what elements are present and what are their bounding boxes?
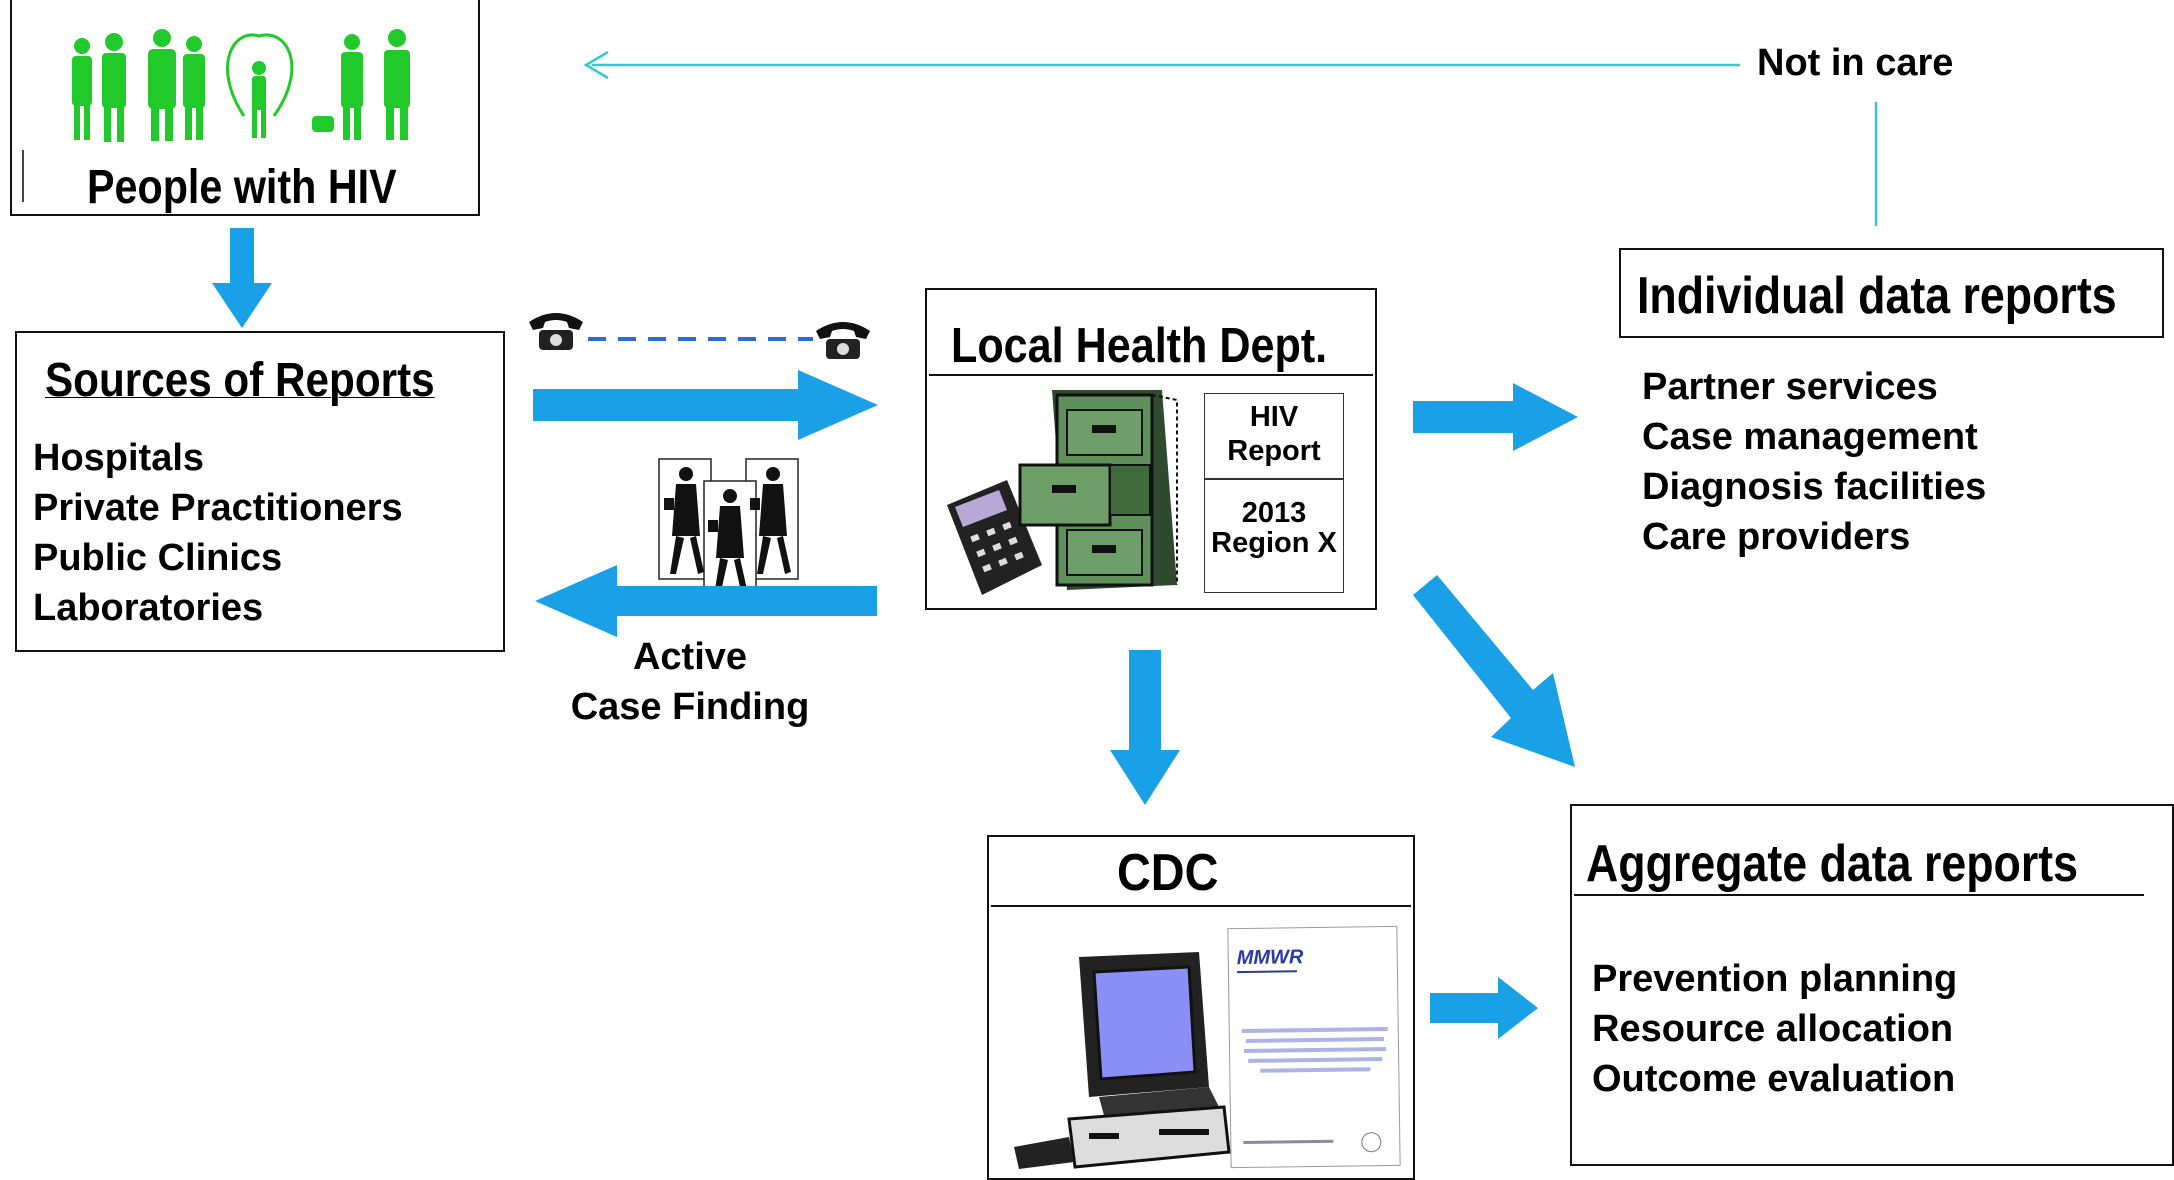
- list-item: Resource allocation: [1592, 1008, 1954, 1050]
- list-item: Care providers: [1642, 516, 1911, 558]
- dashed-phone-line: [588, 337, 813, 341]
- diagonal-arrow-to-aggregate: [1413, 575, 1575, 767]
- aggregate-data-reports-box: Aggregate data reports Prevention planni…: [1570, 804, 2174, 1166]
- file-cabinet-icon: [1018, 390, 1178, 590]
- list-item: Hospitals: [33, 437, 205, 479]
- sources-list: Hospitals Private Practitioners Public C…: [33, 433, 403, 633]
- report-divider: [1205, 478, 1343, 480]
- title-underline: [929, 374, 1373, 376]
- report-line3: 2013: [1241, 497, 1307, 529]
- aggregate-box-title: Aggregate data reports: [1586, 835, 2079, 893]
- document-icon: MMWR: [1227, 925, 1401, 1169]
- right-arrow-sources-to-health-dept: [533, 370, 878, 440]
- down-arrow-to-cdc: [1110, 650, 1180, 805]
- hiv-report-card: HIV Report 2013 Region X: [1204, 393, 1344, 593]
- sources-box-title: Sources of Reports: [45, 354, 435, 407]
- sources-of-reports-box: Sources of Reports Hospitals Private Pra…: [15, 331, 505, 652]
- list-item: Diagnosis facilities: [1642, 466, 1987, 508]
- active-case-finding-label: Active Case Finding: [540, 632, 840, 732]
- list-item: Prevention planning: [1592, 958, 1958, 1000]
- active-label-line1: Active: [632, 636, 748, 678]
- list-item: Laboratories: [33, 587, 264, 629]
- computer-icon: [1014, 952, 1231, 1169]
- left-arrow-active-case-finding: [535, 565, 877, 637]
- local-health-dept-box: Local Health Dept. HIV Report 2013 Regio…: [925, 288, 1377, 610]
- mmwr-logo: MMWR: [1236, 946, 1304, 970]
- individual-list: Partner services Case management Diagnos…: [1642, 362, 1986, 562]
- silhouettes-icon: [72, 29, 410, 142]
- right-arrow-cdc-to-aggregate: [1430, 977, 1538, 1039]
- telephone-icon: [529, 313, 583, 350]
- individual-box-title: Individual data reports: [1637, 267, 2117, 325]
- calculator-icon: [947, 480, 1042, 595]
- cdc-title: CDC: [1117, 844, 1219, 902]
- active-label-line2: Case Finding: [570, 686, 810, 728]
- individual-data-reports-box: Individual data reports: [1619, 248, 2164, 338]
- health-dept-title: Local Health Dept.: [951, 319, 1328, 373]
- title-underline: [1574, 894, 2144, 896]
- walking-women-icon: [658, 458, 799, 602]
- report-line1: HIV: [1249, 401, 1299, 433]
- title-underline: [991, 905, 1411, 907]
- people-with-hiv-box: People with HIV: [10, 0, 480, 216]
- text-cursor-mark: [22, 150, 24, 202]
- not-in-care-arrow: [583, 50, 1878, 226]
- right-arrow-to-individual: [1413, 383, 1578, 451]
- list-item: Outcome evaluation: [1592, 1058, 1956, 1100]
- list-item: Case management: [1642, 416, 1978, 458]
- aggregate-list: Prevention planning Resource allocation …: [1592, 954, 1957, 1104]
- not-in-care-label: Not in care: [1757, 42, 1954, 84]
- list-item: Public Clinics: [33, 537, 283, 579]
- telephone-icon: [816, 322, 870, 359]
- list-item: Private Practitioners: [33, 487, 403, 529]
- list-item: Partner services: [1642, 366, 1938, 408]
- report-line2: Report: [1227, 435, 1321, 467]
- report-line4: Region X: [1211, 527, 1337, 559]
- down-arrow-people-to-sources: [212, 228, 272, 328]
- people-box-title: People with HIV: [87, 161, 397, 214]
- cdc-box: CDC MMWR: [987, 835, 1415, 1180]
